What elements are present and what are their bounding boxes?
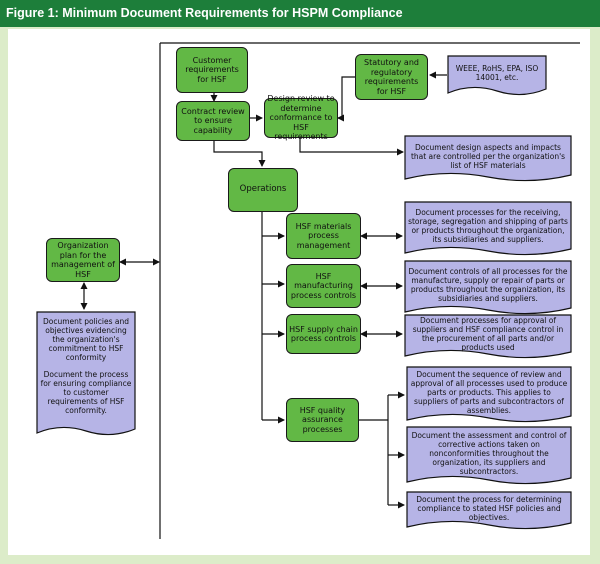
- supply-chain-box: HSF supply chain process controls: [286, 314, 361, 354]
- organization-plan-box: Organization plan for the management of …: [46, 238, 120, 282]
- manufacturing-doc: Document controls of all processes for t…: [404, 260, 572, 316]
- policy-doc-text: Document policies and objectives evidenc…: [40, 313, 132, 429]
- customer-requirements-box: Customer requirements for HSF: [176, 47, 248, 93]
- quality-doc-3: Document the process for determining com…: [406, 491, 572, 531]
- quality-doc-1-text: Document the sequence of review and appr…: [410, 369, 568, 415]
- weee-doc-text: WEEE, RoHS, EPA, ISO 14001, etc.: [455, 64, 539, 82]
- design-aspects-doc: Document design aspects and impacts that…: [404, 135, 572, 183]
- quality-doc-3-text: Document the process for determining com…: [416, 494, 562, 522]
- statutory-requirements-box: Statutory and regulatory requirements fo…: [355, 54, 428, 100]
- materials-doc-text: Document processes for the receiving, st…: [408, 208, 568, 244]
- design-review-box: Design review to determine conformance t…: [264, 94, 338, 141]
- arrow-design-to-doc: [299, 138, 404, 156]
- compliance-process-text: Document the process for ensuring compli…: [40, 370, 132, 415]
- materials-process-box: HSF materials process management: [286, 213, 361, 259]
- materials-doc: Document processes for the receiving, st…: [404, 201, 572, 257]
- weee-doc: WEEE, RoHS, EPA, ISO 14001, etc.: [447, 55, 547, 97]
- figure-title: Figure 1: Minimum Document Requirements …: [6, 6, 403, 20]
- quality-doc-2-text: Document the assessment and control of c…: [411, 430, 567, 476]
- arrow-statutory-to-design: [337, 76, 355, 122]
- title-bar: Figure 1: Minimum Document Requirements …: [0, 0, 600, 27]
- manufacturing-process-box: HSF manufacturing process controls: [286, 264, 361, 308]
- manufacturing-doc-text: Document controls of all processes for t…: [408, 267, 568, 303]
- supply-chain-doc-text: Document processes for approval of suppl…: [412, 316, 564, 352]
- supply-chain-doc: Document processes for approval of suppl…: [404, 314, 572, 360]
- quality-doc-2: Document the assessment and control of c…: [406, 426, 572, 486]
- policy-doc: Document policies and objectives evidenc…: [36, 311, 136, 437]
- policies-text: Document policies and objectives evidenc…: [43, 317, 129, 362]
- contract-review-box: Contract review to ensure capability: [176, 101, 250, 141]
- operations-box: Operations: [228, 168, 298, 212]
- quality-doc-1: Document the sequence of review and appr…: [406, 366, 572, 424]
- arrow-contract-to-operations: [213, 141, 266, 167]
- design-aspects-text: Document design aspects and impacts that…: [410, 142, 566, 170]
- quality-assurance-box: HSF quality assurance processes: [286, 398, 359, 442]
